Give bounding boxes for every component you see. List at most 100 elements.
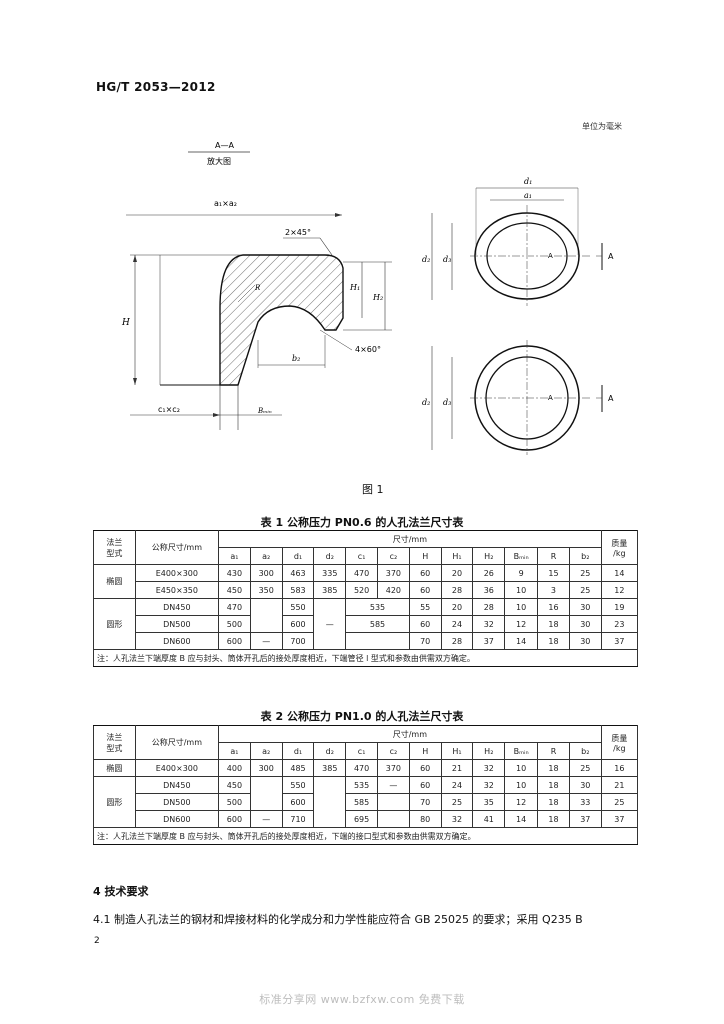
t2-shape-ellipse: 椭圆 — [93, 759, 136, 777]
label-d1-top: d₁ — [524, 177, 532, 186]
table-row: E450×350 450 350 583 385 520 420 60 28 3… — [94, 581, 639, 599]
label-b2: b₂ — [292, 354, 300, 363]
cell: 25 — [568, 581, 602, 599]
cell: DN450 — [134, 598, 220, 616]
cell: 18 — [537, 810, 570, 828]
cell: 60 — [408, 776, 442, 794]
cell: 30 — [568, 598, 602, 616]
footer-watermark: 标准分享网 www.bzfxw.com 免费下载 — [259, 993, 465, 1006]
cell: 21 — [600, 776, 639, 794]
label-H1: H₁ — [349, 283, 360, 292]
cell — [249, 776, 283, 811]
section-paragraph: 4.1 制造人孔法兰的钢材和焊接材料的化学成分和力学性能应符合 GB 25025… — [93, 913, 583, 926]
section-arrow-A-bottom: A — [608, 394, 614, 403]
table1-title: 表 1 公称压力 PN0.6 的人孔法兰尺寸表 — [260, 516, 464, 529]
cell: 10 — [504, 581, 539, 599]
label-H: H — [121, 318, 130, 328]
cell: 335 — [313, 564, 347, 582]
cell: 80 — [408, 810, 442, 828]
cell: E400×300 — [134, 564, 220, 582]
cell: 500 — [218, 615, 251, 633]
cell: 600 — [281, 615, 315, 633]
t2-col: c₁ — [345, 742, 378, 760]
cell: 420 — [377, 581, 410, 599]
cell: 10 — [504, 759, 539, 777]
figure-caption: 图 1 — [362, 483, 384, 496]
section-label: A—A — [215, 141, 234, 150]
page-number: 2 — [94, 936, 100, 946]
cell: 19 — [600, 598, 639, 616]
table-row: 椭圆 E400×300 400 300 485 385 470 370 60 2… — [93, 759, 639, 777]
cell: 18 — [537, 759, 570, 777]
t1-col: a₂ — [249, 547, 283, 565]
t1-h-nominal: 公称尺寸/mm — [134, 530, 220, 565]
cell: 28 — [472, 598, 506, 616]
cell: 37 — [600, 632, 639, 650]
t1-col: c₁ — [345, 547, 378, 565]
cell: 30 — [568, 776, 602, 794]
table-row: DN500 500 600 585 70 25 35 12 18 33 25 — [94, 793, 639, 811]
cell: 470 — [345, 564, 378, 582]
cell: 18 — [537, 615, 570, 633]
section-title: 4 技术要求 — [93, 885, 149, 898]
t1-col: d₁ — [281, 547, 315, 565]
cell: 600 — [218, 632, 251, 650]
flange-section — [219, 254, 344, 386]
section-sub: 放大图 — [207, 156, 231, 166]
cell — [313, 776, 347, 828]
t2-col: b₂ — [568, 742, 602, 760]
label-A-inner-top: A — [548, 252, 553, 260]
cell: 16 — [600, 759, 639, 777]
cell: — — [313, 598, 347, 650]
t2-col: d₂ — [313, 742, 347, 760]
label-a1xa2: a₁×a₂ — [214, 199, 237, 208]
cell — [377, 793, 410, 811]
cell: 28 — [440, 581, 474, 599]
cell: 300 — [249, 759, 283, 777]
cell: 450 — [218, 581, 251, 599]
cell: 70 — [408, 793, 442, 811]
cell: 585 — [345, 793, 378, 811]
t1-h-mass: 质量 /kg — [600, 530, 639, 565]
table-row: 圆形 DN450 470 550 — 535 55 20 28 10 16 30… — [93, 598, 639, 650]
cell: E450×350 — [134, 581, 220, 599]
cell: 25 — [568, 759, 602, 777]
label-chamfer2: 4×60° — [355, 345, 381, 354]
t1-col: b₂ — [568, 547, 602, 565]
table-row: DN600 600 — 700 535 70 28 37 14 18 30 37 — [94, 632, 639, 650]
cell: 21 — [440, 759, 474, 777]
cell: 55 — [408, 598, 442, 616]
t2-col: c₂ — [377, 742, 410, 760]
cell: 24 — [440, 776, 474, 794]
cell: — — [249, 632, 283, 650]
label-d2-side: d₂ — [422, 255, 430, 264]
t2-h-nominal: 公称尺寸/mm — [134, 725, 220, 760]
t2-col: H — [408, 742, 442, 760]
cell: 12 — [504, 793, 539, 811]
label-d2-circle: d₂ — [422, 398, 430, 407]
cell: 300 — [249, 564, 283, 582]
t2-h-dims: 尺寸/mm — [218, 725, 602, 743]
cell: 535 — [345, 598, 410, 616]
cell — [377, 810, 410, 828]
cell: 60 — [408, 759, 442, 777]
t1-shape-round: 圆形 — [93, 598, 136, 650]
cell: 18 — [537, 632, 570, 650]
cell: 600 — [281, 793, 315, 811]
label-R: R — [254, 284, 261, 292]
t2-col: d₁ — [281, 742, 315, 760]
t2-col: a₁ — [218, 742, 251, 760]
cell: 33 — [568, 793, 602, 811]
cell: 18 — [537, 776, 570, 794]
cell: 20 — [440, 598, 474, 616]
cell: E400×300 — [134, 759, 220, 777]
t2-col: Bₘᵢₙ — [504, 742, 539, 760]
cell: 60 — [408, 581, 442, 599]
cell: 695 — [345, 810, 378, 828]
cell: DN500 — [134, 793, 220, 811]
t1-col: H₁ — [440, 547, 474, 565]
t2-h-mass: 质量 /kg — [600, 725, 639, 760]
cell: 18 — [537, 793, 570, 811]
cell: DN600 — [134, 810, 220, 828]
t1-col: d₂ — [313, 547, 347, 565]
